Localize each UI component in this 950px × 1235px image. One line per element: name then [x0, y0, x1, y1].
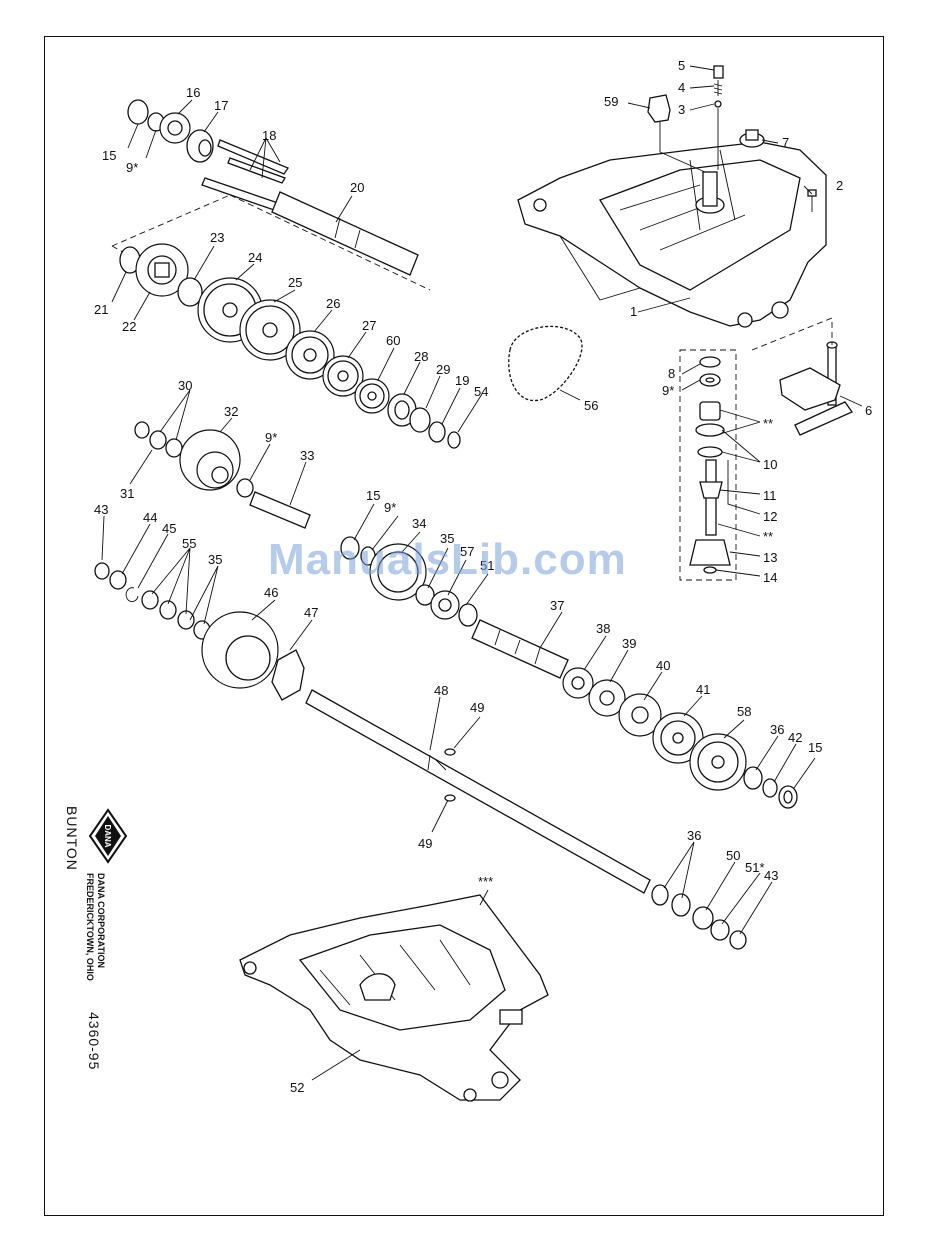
lower-housing: [240, 895, 548, 1101]
callout-double-star-lower: **: [763, 529, 773, 544]
upper-housing: [518, 142, 826, 327]
callout-28: 28: [414, 349, 428, 364]
callout-23: 23: [210, 230, 224, 245]
callout-double-star-upper: **: [763, 416, 773, 431]
callout-9-middle: 9*: [384, 500, 396, 515]
callout-52: 52: [290, 1080, 304, 1095]
callout-36-axle: 36: [687, 828, 701, 843]
callout-18: 18: [262, 128, 276, 143]
callout-15-right: 15: [808, 740, 822, 755]
callout-42: 42: [788, 730, 802, 745]
callout-9-stack: 9*: [662, 383, 674, 398]
callout-32: 32: [224, 404, 238, 419]
callout-47: 47: [304, 605, 318, 620]
callout-37: 37: [550, 598, 564, 613]
callout-19: 19: [455, 373, 469, 388]
callout-40: 40: [656, 658, 670, 673]
callout-27: 27: [362, 318, 376, 333]
callout-49-bottom: 49: [418, 836, 432, 851]
callout-5: 5: [678, 58, 685, 73]
callout-48: 48: [434, 683, 448, 698]
callout-triple-star: ***: [478, 874, 493, 889]
corporation-label: DANA CORPORATION FREDERICKTOWN, OHIO: [84, 873, 106, 981]
callout-60: 60: [386, 333, 400, 348]
callout-12: 12: [763, 509, 777, 524]
callout-43-left: 43: [94, 502, 108, 517]
callout-9-cluster: 9*: [265, 430, 277, 445]
callout-39: 39: [622, 636, 636, 651]
callout-1: 1: [630, 304, 637, 319]
watermark-text: ManualsLib.com: [268, 535, 627, 585]
callout-59: 59: [604, 94, 618, 109]
callout-9-upper: 9*: [126, 160, 138, 175]
callout-10: 10: [763, 457, 777, 472]
callout-49-top: 49: [470, 700, 484, 715]
callout-24: 24: [248, 250, 262, 265]
callout-16: 16: [186, 85, 200, 100]
corporation-location: FREDERICKTOWN, OHIO: [84, 873, 95, 981]
callout-14: 14: [763, 570, 777, 585]
idler-gear-cluster: [135, 422, 310, 528]
callout-11: 11: [763, 488, 777, 503]
callout-46: 46: [264, 585, 278, 600]
callout-44: 44: [143, 510, 157, 525]
callout-26: 26: [326, 296, 340, 311]
callout-31: 31: [120, 486, 134, 501]
callout-7: 7: [782, 135, 789, 150]
callout-29: 29: [436, 362, 450, 377]
callout-3: 3: [678, 102, 685, 117]
callout-21: 21: [94, 302, 108, 317]
callout-56: 56: [584, 398, 598, 413]
dana-logo-icon: DANA: [88, 808, 128, 864]
callout-55: 55: [182, 536, 196, 551]
callout-41: 41: [696, 682, 710, 697]
callout-17: 17: [214, 98, 228, 113]
callout-2: 2: [836, 178, 843, 193]
callout-58: 58: [737, 704, 751, 719]
callout-35-left: 35: [208, 552, 222, 567]
callout-43-axle: 43: [764, 868, 778, 883]
callout-13: 13: [763, 550, 777, 565]
callout-51-axle: 51*: [745, 860, 765, 875]
callout-8: 8: [668, 366, 675, 381]
callout-6: 6: [865, 403, 872, 418]
callout-36-right: 36: [770, 722, 784, 737]
drive-chain: [509, 326, 582, 400]
maker-label: BUNTON: [64, 806, 80, 871]
logo-text: DANA: [103, 824, 112, 847]
callout-33: 33: [300, 448, 314, 463]
callout-4: 4: [678, 80, 685, 95]
callout-15-upper: 15: [102, 148, 116, 163]
callout-38: 38: [596, 621, 610, 636]
callout-30: 30: [178, 378, 192, 393]
callout-20: 20: [350, 180, 364, 195]
corporation-name: DANA CORPORATION: [95, 873, 106, 981]
callout-50: 50: [726, 848, 740, 863]
callout-25: 25: [288, 275, 302, 290]
callout-34: 34: [412, 516, 426, 531]
callout-45: 45: [162, 521, 176, 536]
document-number: 4360-95: [86, 1012, 102, 1070]
callout-22: 22: [122, 319, 136, 334]
callout-54: 54: [474, 384, 488, 399]
callout-15-middle: 15: [366, 488, 380, 503]
